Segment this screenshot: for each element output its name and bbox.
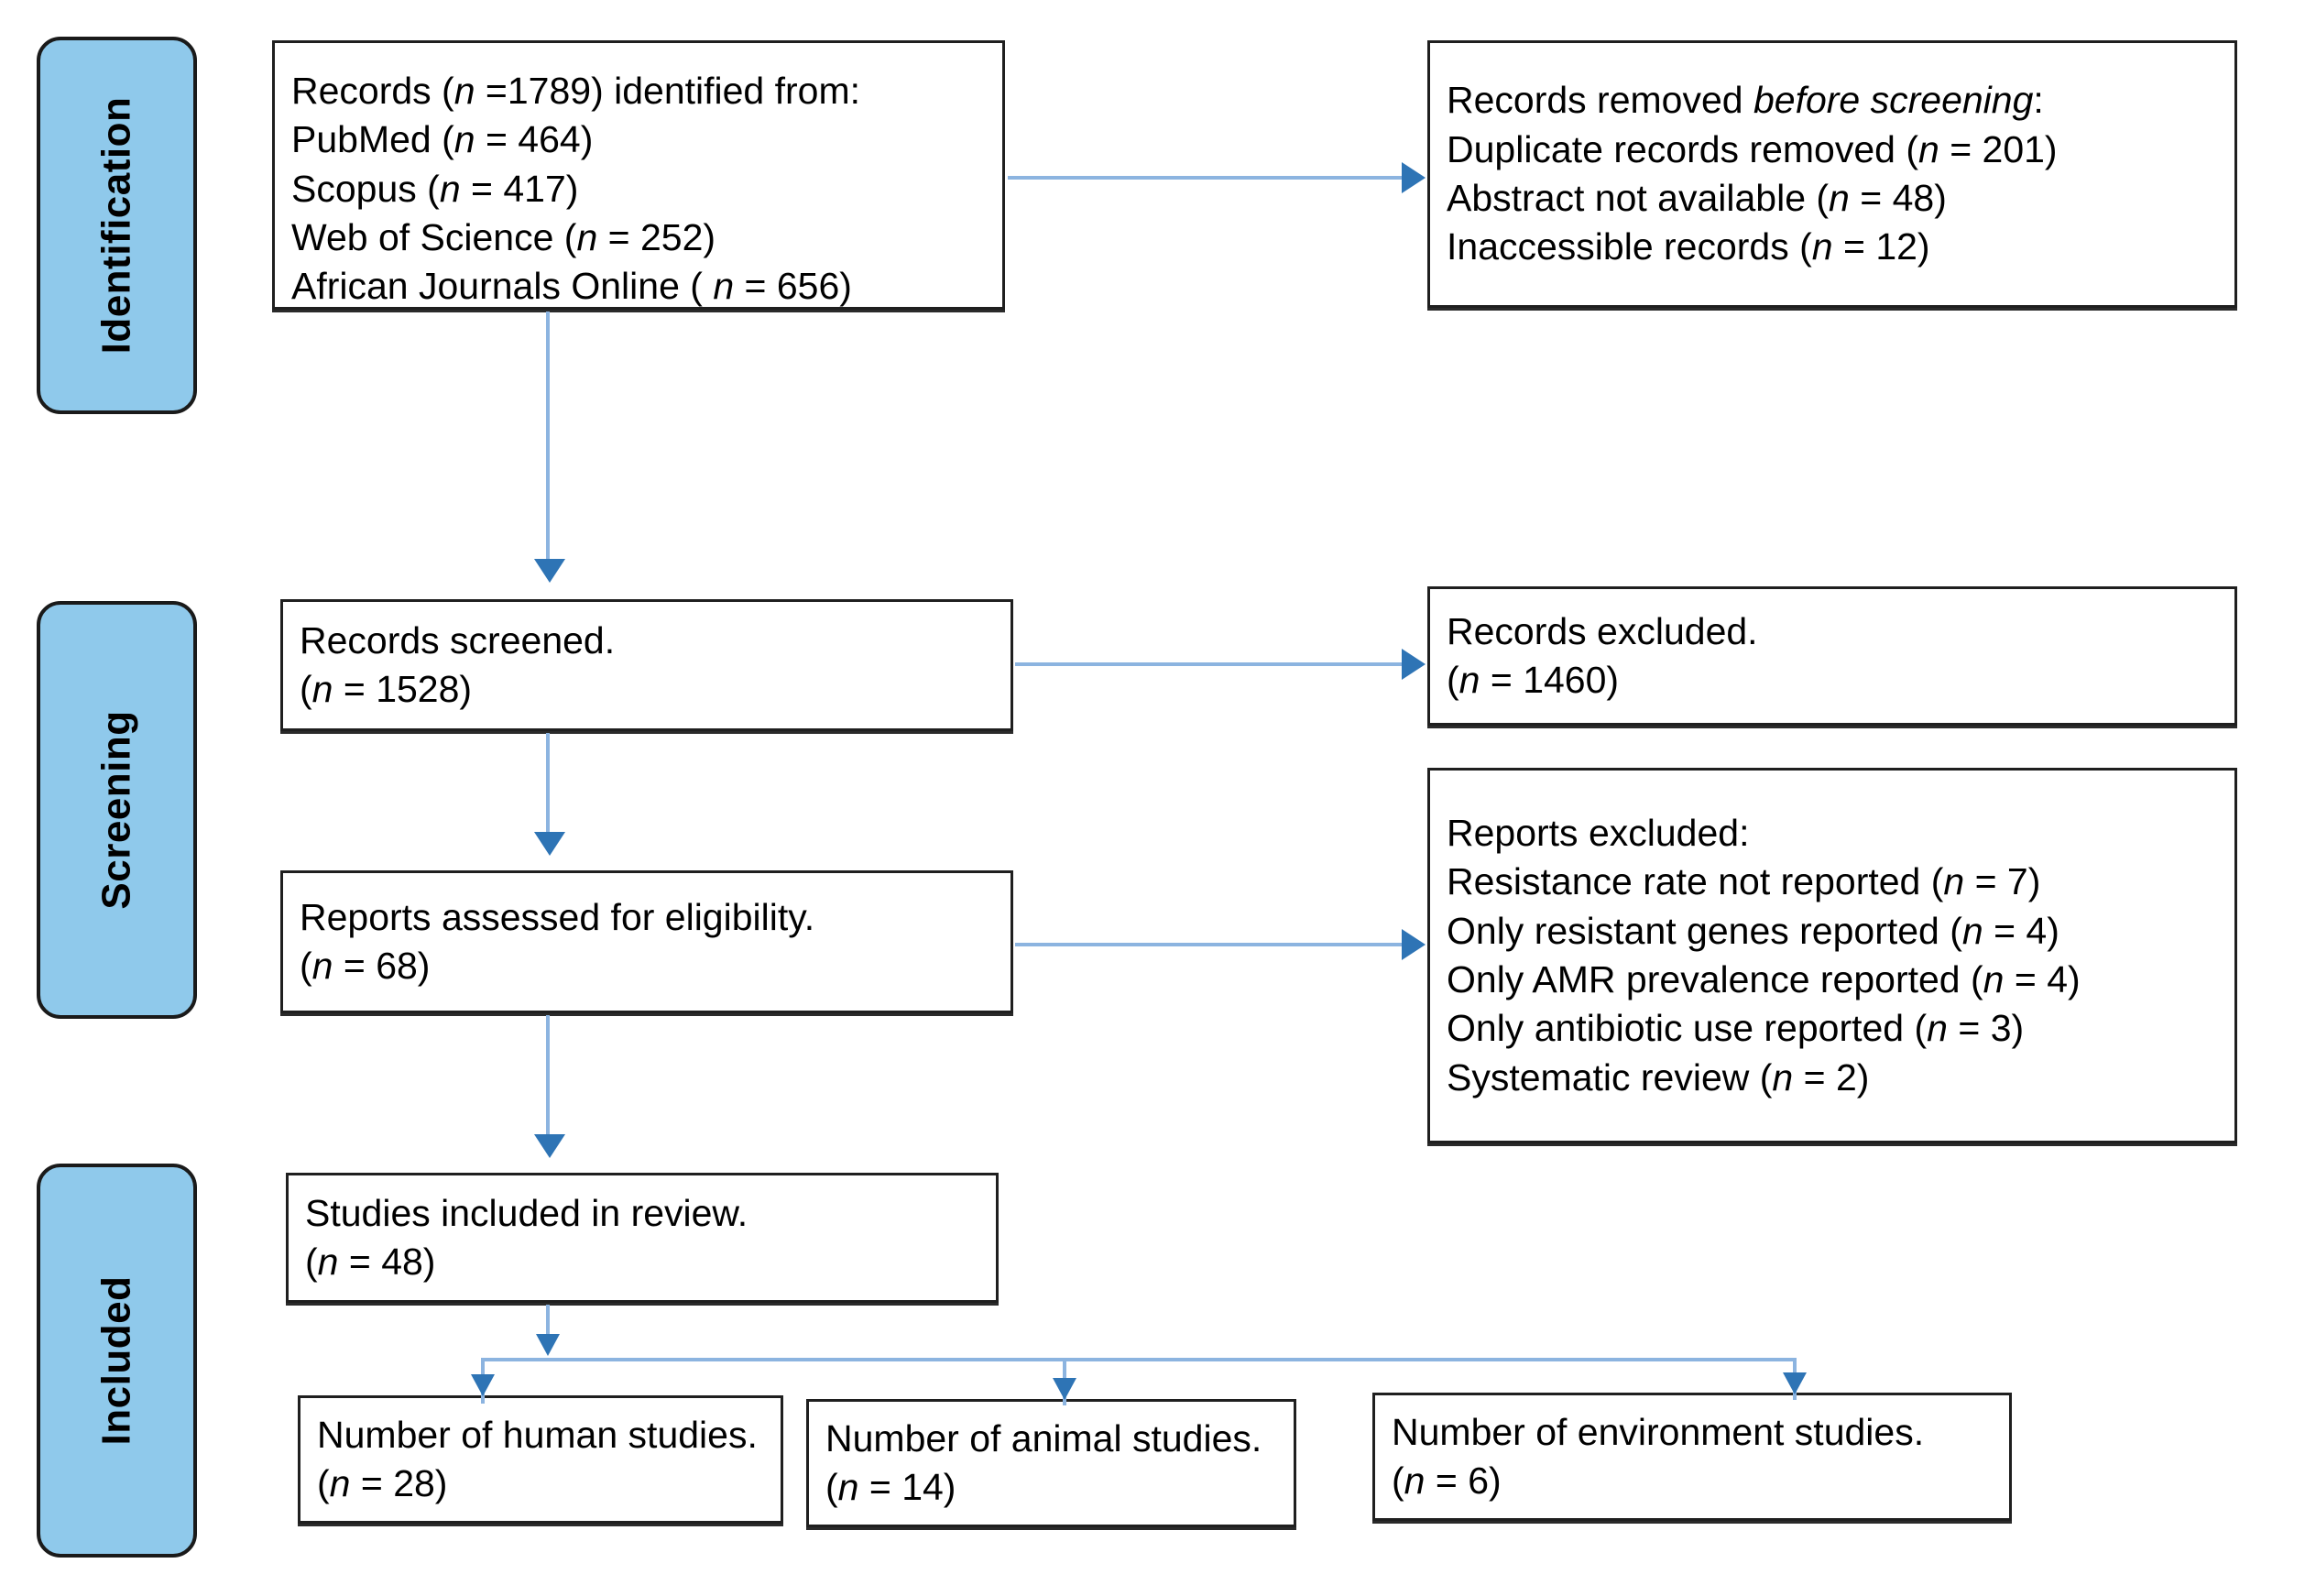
box-studies-included: Studies included in review. (n = 48) xyxy=(286,1173,999,1303)
arrowhead-screened-to-excluded xyxy=(1402,649,1426,680)
text-line: (n = 6) xyxy=(1392,1459,1502,1502)
box-reports-excluded: Reports excluded: Resistance rate not rep… xyxy=(1427,768,2237,1143)
connector-assessed-to-reports-excluded xyxy=(1015,943,1404,946)
italic-token: n xyxy=(1943,860,1965,903)
text-line: Number of animal studies. xyxy=(825,1416,1262,1459)
text-line: Studies included in review. xyxy=(305,1191,748,1234)
text-line: Records screened. xyxy=(300,618,616,661)
box-records-screened-lines: Records screened. (n = 1528) xyxy=(283,617,1011,715)
text-line: Abstract not available (n = 48) xyxy=(1447,177,1947,219)
box-animal-studies-lines: Number of animal studies. (n = 14) xyxy=(809,1415,1294,1513)
text-line: African Journals Online ( n = 656) xyxy=(291,265,852,308)
text-line: Reports assessed for eligibility. xyxy=(300,895,815,938)
box-human-studies: Number of human studies. (n = 28) xyxy=(298,1395,783,1524)
connector-screened-to-assessed xyxy=(546,733,550,841)
text-line: Inaccessible records (n = 12) xyxy=(1447,225,1930,268)
text-line: (n = 1528) xyxy=(300,668,473,710)
arrowhead-assessed-to-studies-included xyxy=(534,1134,565,1158)
text-line: Number of environment studies. xyxy=(1392,1410,1925,1453)
box-reports-assessed-lines: Reports assessed for eligibility. (n = 68… xyxy=(283,893,1011,991)
box-records-removed-lines: Records removed before screening: Duplica… xyxy=(1430,76,2234,271)
stage-included: Included xyxy=(37,1164,197,1558)
box-studies-included-lines: Studies included in review. (n = 48) xyxy=(289,1189,996,1287)
italic-token: n xyxy=(837,1466,859,1508)
branch-bus-horizontal xyxy=(481,1358,1797,1361)
text-line: Systematic review (n = 2) xyxy=(1447,1055,1870,1099)
arrowhead-identified-to-screened xyxy=(534,559,565,583)
italic-token: n xyxy=(1811,225,1833,268)
italic-token: n xyxy=(329,1462,351,1504)
box-records-identified-lines: Records (n =1789) identified from: PubMed… xyxy=(275,43,1002,311)
italic-token: n xyxy=(1458,659,1480,701)
stage-identification: Identification xyxy=(37,37,197,414)
box-animal-studies: Number of animal studies. (n = 14) xyxy=(806,1399,1296,1527)
text-line: (n = 28) xyxy=(317,1462,448,1504)
italic-token: n xyxy=(1961,909,1983,952)
italic-token: n xyxy=(317,1241,339,1283)
italic-token: before screening xyxy=(1753,79,2034,122)
box-records-excluded: Records excluded. (n = 1460) xyxy=(1427,586,2237,726)
box-records-identified: Records (n =1789) identified from: PubMed… xyxy=(272,40,1005,310)
box-records-screened: Records screened. (n = 1528) xyxy=(280,599,1013,731)
arrowhead-studies-included-to-bus xyxy=(536,1334,560,1356)
text-line: (n = 1460) xyxy=(1447,659,1620,701)
box-environment-studies: Number of environment studies. (n = 6) xyxy=(1372,1393,2012,1521)
italic-token: n xyxy=(576,215,598,258)
box-reports-assessed: Reports assessed for eligibility. (n = 68… xyxy=(280,870,1013,1013)
arrowhead-human-studies xyxy=(471,1374,495,1396)
stage-identification-label: Identification xyxy=(93,96,139,355)
text-line: PubMed (n = 464) xyxy=(291,118,594,161)
stage-screening: Screening xyxy=(37,601,197,1019)
text-line: Only antibiotic use reported (n = 3) xyxy=(1447,1007,2025,1050)
box-human-studies-lines: Number of human studies. (n = 28) xyxy=(300,1411,781,1509)
italic-token: n xyxy=(453,118,475,161)
connector-screened-to-excluded xyxy=(1015,662,1404,666)
italic-token: n xyxy=(453,70,475,112)
italic-token: n xyxy=(713,265,735,308)
italic-token: n xyxy=(439,167,461,210)
italic-token: n xyxy=(1983,958,2005,1000)
text-line: Duplicate records removed (n = 201) xyxy=(1447,127,2058,170)
stage-screening-label: Screening xyxy=(93,710,139,910)
box-records-excluded-lines: Records excluded. (n = 1460) xyxy=(1430,607,2234,705)
box-reports-excluded-lines: Reports excluded: Resistance rate not rep… xyxy=(1430,809,2234,1102)
arrowhead-identified-to-removed xyxy=(1402,162,1426,193)
italic-token: n xyxy=(1772,1055,1794,1099)
connector-identified-to-removed xyxy=(1008,176,1404,180)
text-line: Scopus (n = 417) xyxy=(291,167,579,210)
connector-identified-to-screened xyxy=(546,312,550,561)
arrowhead-assessed-to-reports-excluded xyxy=(1402,929,1426,960)
text-line: (n = 48) xyxy=(305,1241,436,1283)
text-line: (n = 14) xyxy=(825,1466,956,1508)
connector-studies-included-to-bus xyxy=(546,1305,550,1343)
text-line: Records excluded. xyxy=(1447,609,1758,652)
italic-token: n xyxy=(311,945,333,987)
italic-token: n xyxy=(1917,127,1939,170)
text-line: Number of human studies. xyxy=(317,1413,758,1456)
arrowhead-screened-to-assessed xyxy=(534,832,565,856)
arrowhead-animal-studies xyxy=(1053,1378,1076,1400)
text-line: Only AMR prevalence reported (n = 4) xyxy=(1447,958,2081,1000)
italic-token: n xyxy=(1404,1459,1426,1502)
stage-included-label: Included xyxy=(93,1275,139,1446)
text-line: (n = 68) xyxy=(300,945,431,987)
text-line: Records removed before screening: xyxy=(1447,79,2044,122)
italic-token: n xyxy=(311,668,333,710)
connector-assessed-to-studies-included xyxy=(546,1015,550,1143)
box-records-removed: Records removed before screening: Duplica… xyxy=(1427,40,2237,308)
text-line: Reports excluded: xyxy=(1447,812,1750,855)
text-line: Resistance rate not reported (n = 7) xyxy=(1447,860,2041,903)
text-line: Only resistant genes reported (n = 4) xyxy=(1447,909,2059,952)
italic-token: n xyxy=(1927,1007,1948,1050)
text-line: Web of Science (n = 252) xyxy=(291,215,716,258)
box-environment-studies-lines: Number of environment studies. (n = 6) xyxy=(1375,1408,2009,1506)
text-line: Records (n =1789) identified from: xyxy=(291,70,861,112)
arrowhead-environment-studies xyxy=(1783,1372,1807,1394)
italic-token: n xyxy=(1829,177,1850,219)
